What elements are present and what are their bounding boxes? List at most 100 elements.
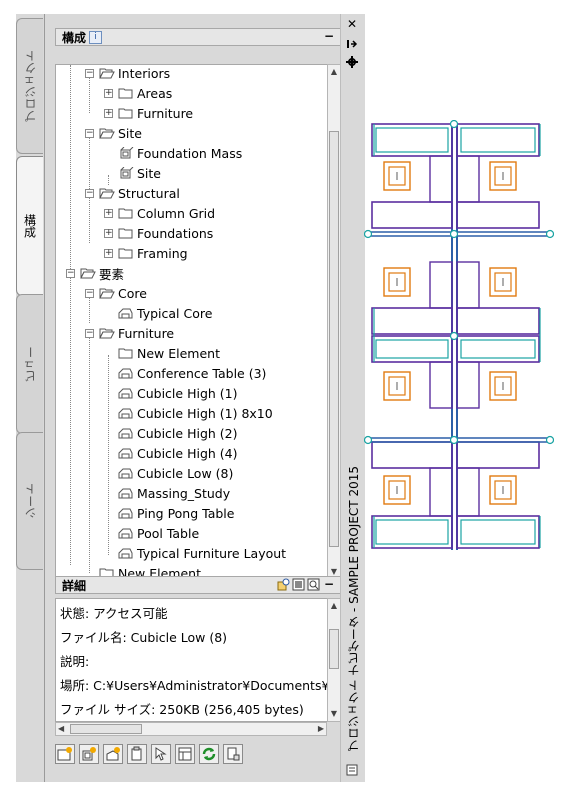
detail-view-icon[interactable] xyxy=(292,578,305,591)
add-element-button[interactable] xyxy=(103,744,123,764)
tree-row[interactable]: Structural xyxy=(99,183,180,203)
folder-icon xyxy=(118,207,134,219)
collapse-icon[interactable]: − xyxy=(85,128,94,138)
scroll-up-icon[interactable]: ▲ xyxy=(330,67,338,76)
details-scroll-down-icon[interactable]: ▼ xyxy=(330,709,338,718)
expand-icon[interactable]: + xyxy=(104,248,113,258)
tree-row[interactable]: Column Grid xyxy=(118,203,215,223)
tree-row[interactable]: Pool Table xyxy=(118,523,199,543)
bottom-toolbar xyxy=(55,744,341,768)
collapse-icon[interactable]: − xyxy=(85,328,94,338)
construct-icon xyxy=(118,147,134,159)
tree-item-label: Cubicle High (1) 8x10 xyxy=(137,405,273,421)
tree-item-label: Foundations xyxy=(137,225,214,241)
workstation-frame xyxy=(371,307,453,335)
element-icon xyxy=(118,507,134,519)
detail-filename: ファイル名: Cubicle Low (8) xyxy=(60,630,228,645)
collapse-icon[interactable]: − xyxy=(85,288,94,298)
grid-view-button[interactable] xyxy=(175,744,195,764)
tree-row[interactable]: 要素 xyxy=(80,263,124,283)
tree-row[interactable]: Conference Table (3) xyxy=(118,363,266,383)
tree-row[interactable]: Areas xyxy=(118,83,172,103)
tree-scrollbar[interactable]: ▲ ▼ xyxy=(327,64,341,580)
collapse-icon[interactable]: − xyxy=(85,188,94,198)
element-icon xyxy=(118,547,134,559)
tree-row[interactable]: Foundations xyxy=(118,223,213,243)
expand-icon[interactable]: + xyxy=(104,208,113,218)
collapse-icon[interactable]: − xyxy=(66,268,75,278)
tree-row[interactable]: Cubicle High (1) xyxy=(118,383,237,403)
expand-icon[interactable]: + xyxy=(104,228,113,238)
workstation-frame xyxy=(456,335,540,363)
zoom-preview-icon[interactable] xyxy=(307,578,320,591)
tree-row[interactable]: Interiors xyxy=(99,65,170,83)
tree-row[interactable]: New Element xyxy=(118,343,220,363)
tree-row[interactable]: Typical Core xyxy=(118,303,212,323)
tab-sheets-label: シート xyxy=(23,483,38,519)
chair-seat xyxy=(494,376,512,396)
refresh-button[interactable] xyxy=(199,744,219,764)
tab-constructs-label: 構成 xyxy=(22,214,37,238)
tree-row[interactable]: Cubicle High (2) xyxy=(118,423,237,443)
info-icon[interactable]: i xyxy=(89,30,103,44)
tree-row[interactable]: Framing xyxy=(118,243,188,263)
workstation-inner xyxy=(375,519,449,545)
tree-row[interactable]: Core xyxy=(99,283,147,303)
details-scrollbar[interactable]: ▲ ▼ xyxy=(327,598,341,722)
minimize-details-button[interactable]: − xyxy=(323,577,334,591)
element-icon xyxy=(118,367,134,379)
tree-row[interactable]: Cubicle High (4) xyxy=(118,443,237,463)
connector-node xyxy=(364,435,373,445)
tree-item-label: Cubicle High (1) xyxy=(137,385,238,401)
tab-views[interactable]: ビュー xyxy=(16,294,43,434)
tab-sheets[interactable]: シート xyxy=(16,432,43,570)
repath-button[interactable] xyxy=(223,744,243,764)
chair-seat xyxy=(494,166,512,186)
tree-row[interactable]: Site xyxy=(118,163,161,183)
tree-item-label: Furniture xyxy=(118,325,175,341)
tree-row[interactable]: Cubicle High (1) 8x10 xyxy=(118,403,273,423)
tree-row[interactable]: Massing_Study xyxy=(118,483,230,503)
palette-title: プロジェクト ナビゲータ - SAMPLE PROJECT 2015 xyxy=(347,466,361,752)
expand-icon[interactable]: + xyxy=(104,88,113,98)
details-scroll-up-icon[interactable]: ▲ xyxy=(330,601,338,610)
palette-menu-icon[interactable] xyxy=(345,764,359,776)
partition-panel xyxy=(456,155,480,203)
tree-row[interactable]: Furniture xyxy=(118,103,193,123)
preview-icon[interactable] xyxy=(277,578,290,591)
palette-title-bar[interactable]: ✕ プロジェクト ナビゲータ - SAMPLE PROJECT 2015 xyxy=(340,14,365,782)
minimize-constructs-button[interactable]: − xyxy=(323,29,334,43)
tree-row[interactable]: Cubicle Low (8) xyxy=(118,463,233,483)
close-icon[interactable]: ✕ xyxy=(346,17,358,31)
details-hscroll-thumb[interactable] xyxy=(70,724,142,734)
tab-constructs[interactable]: 構成 xyxy=(16,156,43,296)
workstation-frame xyxy=(456,123,540,157)
add-category-button[interactable] xyxy=(55,744,75,764)
properties-icon[interactable] xyxy=(345,56,359,68)
details-tools xyxy=(277,578,320,591)
scroll-left-icon[interactable]: ◀ xyxy=(58,724,65,733)
collapse-icon[interactable]: − xyxy=(85,68,94,78)
expand-icon[interactable]: + xyxy=(104,108,113,118)
pin-icon[interactable] xyxy=(345,38,359,50)
details-scroll-thumb[interactable] xyxy=(329,629,339,669)
tree-row[interactable]: Furniture xyxy=(99,323,174,343)
element-icon xyxy=(118,307,134,319)
tree-scroll-thumb[interactable] xyxy=(329,131,339,547)
scroll-right-icon[interactable]: ▶ xyxy=(317,724,324,733)
details-title: 詳細 xyxy=(62,578,87,593)
tree-row[interactable]: Typical Furniture Layout xyxy=(118,543,286,563)
workstation-inner xyxy=(460,519,536,545)
scroll-down-icon[interactable]: ▼ xyxy=(330,567,338,576)
tree-row[interactable]: Ping Pong Table xyxy=(118,503,234,523)
add-construct-button[interactable] xyxy=(79,744,99,764)
select-button[interactable] xyxy=(151,744,171,764)
tab-project[interactable]: プロジェクト xyxy=(16,18,43,154)
details-hscrollbar[interactable]: ◀ ▶ xyxy=(55,722,327,736)
tree-row[interactable]: Foundation Mass xyxy=(118,143,242,163)
workstation-inner xyxy=(460,127,536,153)
tree-row[interactable]: Site xyxy=(99,123,142,143)
tab-views-label: ビュー xyxy=(23,346,38,382)
clipboard-button[interactable] xyxy=(127,744,147,764)
